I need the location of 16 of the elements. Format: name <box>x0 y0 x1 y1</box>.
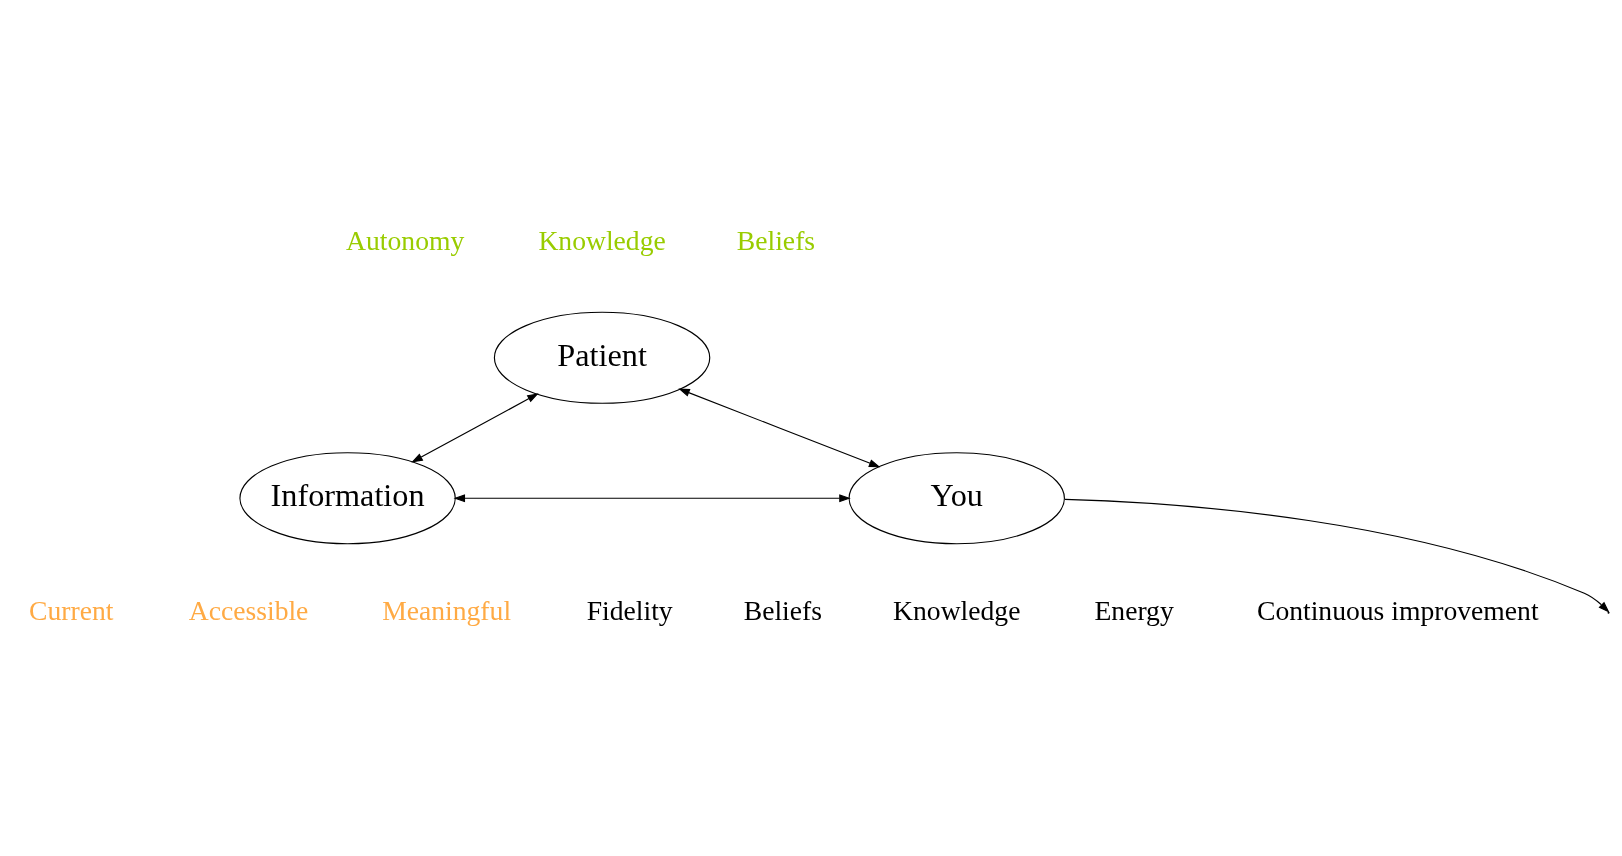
arrow <box>453 494 851 503</box>
node-label: Continuous improvement <box>1256 594 1539 626</box>
node-label: Meaningful <box>382 594 512 626</box>
node-label: Energy <box>1094 594 1174 626</box>
node-label: Knowledge <box>538 225 666 257</box>
arrow <box>678 388 881 468</box>
node-label: Autonomy <box>346 225 465 257</box>
node-label: Current <box>29 594 114 626</box>
node-ellipse: You <box>848 452 1065 545</box>
node-label: Accessible <box>188 594 309 626</box>
node-label: Beliefs <box>736 225 816 257</box>
node-label: Beliefs <box>743 594 822 626</box>
node-label: Fidelity <box>586 594 673 626</box>
arrow <box>1064 498 1610 613</box>
arrow <box>411 393 539 463</box>
node-label: Knowledge <box>893 594 1021 626</box>
